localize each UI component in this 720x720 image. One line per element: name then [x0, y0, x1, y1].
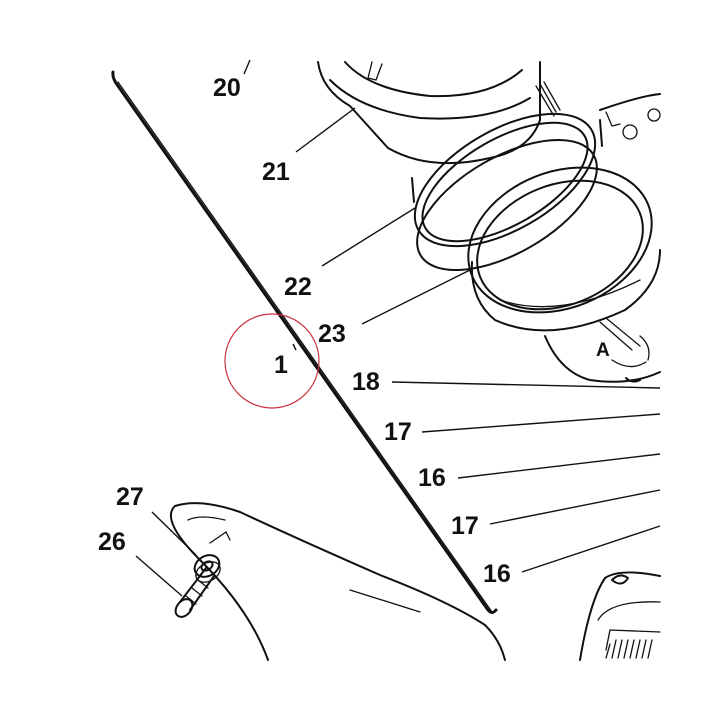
- callout-27: 27: [116, 483, 144, 511]
- bracket-lower-left: [170, 502, 506, 661]
- callout-18: 18: [352, 368, 380, 396]
- leader-lines: [135, 59, 661, 597]
- cylinder-part-21: [317, 61, 561, 165]
- callout-23: 23: [318, 320, 346, 348]
- detail-mark-a: A: [596, 340, 610, 361]
- component-lower-right: [579, 571, 661, 661]
- callout-1: 1: [274, 351, 288, 379]
- callout-20: 20: [213, 74, 241, 102]
- housing-right: [544, 93, 661, 383]
- ring-part-22: [411, 112, 603, 272]
- hatched-grille: [605, 639, 653, 659]
- callout-17-lower: 17: [451, 512, 479, 540]
- washer-part-27: [193, 554, 221, 583]
- cable-part-1: [111, 70, 498, 614]
- highlight-circle: [224, 313, 320, 409]
- callout-17-upper: 17: [384, 418, 412, 446]
- callout-26: 26: [98, 528, 126, 556]
- callout-16-lower: 16: [483, 560, 511, 588]
- callout-22: 22: [284, 273, 312, 301]
- callout-21: 21: [262, 158, 290, 186]
- ring-part-23: [467, 166, 661, 332]
- callout-16-upper: 16: [418, 464, 446, 492]
